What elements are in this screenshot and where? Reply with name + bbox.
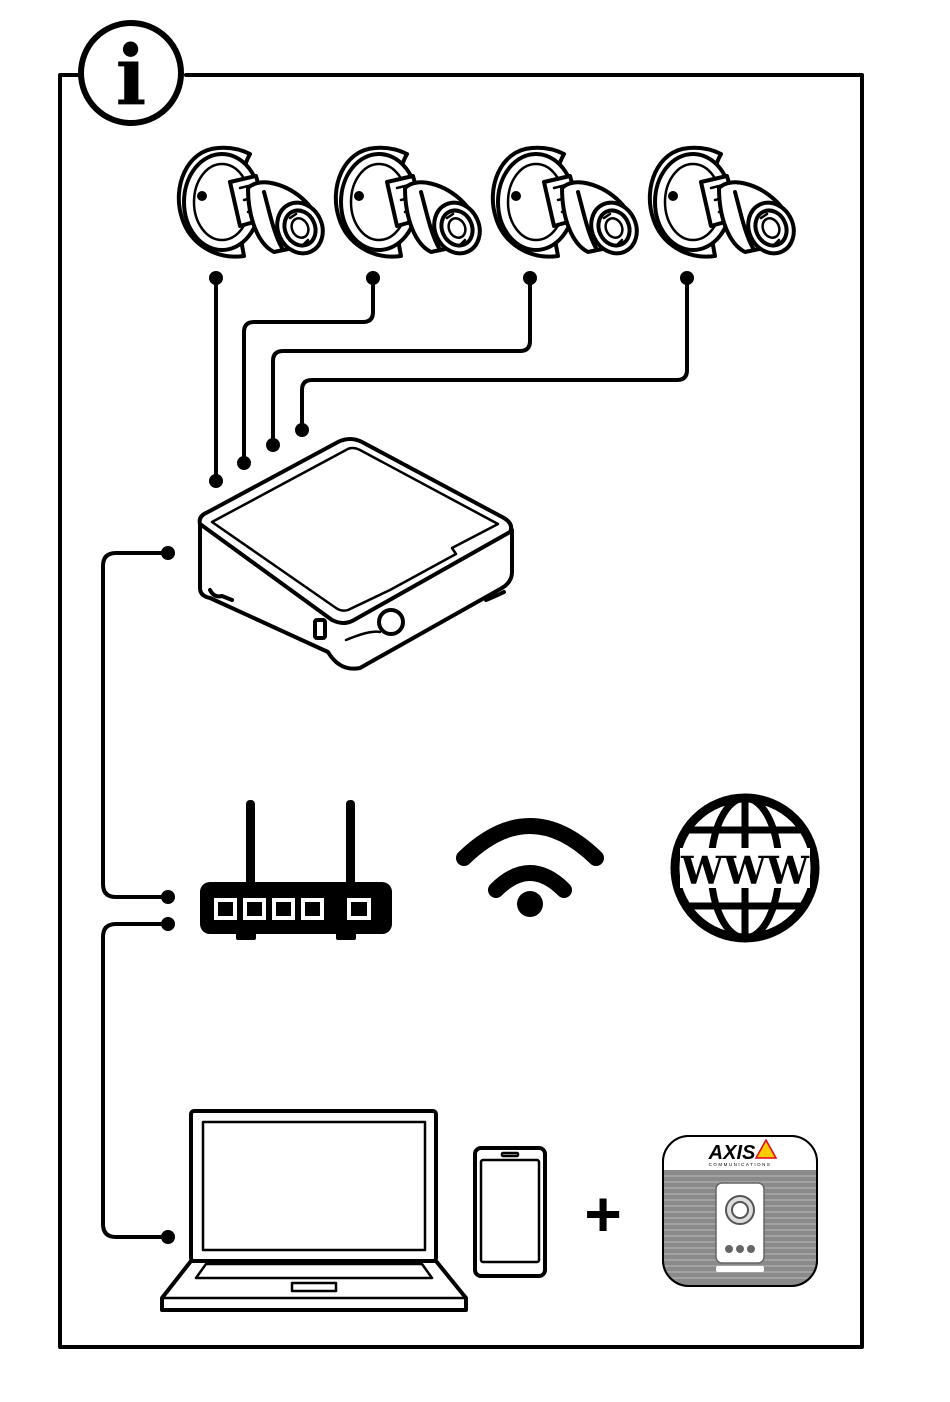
- smartphone-icon: [475, 1148, 545, 1276]
- camera-icon: [650, 148, 802, 261]
- app-subtitle: COMMUNICATIONS: [709, 1162, 772, 1167]
- globe-icon: WWW: [675, 798, 815, 938]
- camera-icon: [493, 148, 645, 261]
- camera-icon: [179, 148, 331, 261]
- plus-sign: +: [584, 1178, 621, 1250]
- camera-icon: [336, 148, 488, 261]
- network-cables: [103, 546, 175, 1244]
- info-badge: i: [81, 23, 181, 124]
- camera-cables: [209, 271, 694, 488]
- app-brand: AXIS: [708, 1142, 756, 1164]
- laptop-icon: [162, 1111, 466, 1310]
- info-glyph: i: [115, 28, 146, 124]
- wifi-icon: [464, 826, 596, 917]
- recorder-icon: [200, 439, 512, 669]
- globe-label: WWW: [680, 848, 810, 893]
- app-icon: AXIS COMMUNICATIONS: [663, 1136, 817, 1286]
- router-icon: [200, 800, 392, 940]
